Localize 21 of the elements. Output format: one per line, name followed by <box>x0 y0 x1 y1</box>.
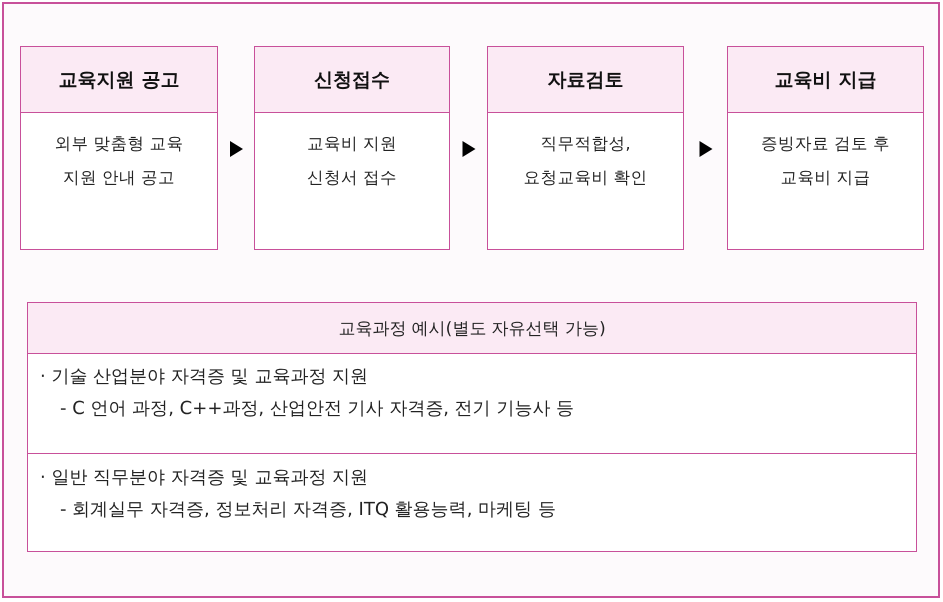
step-box <box>727 46 924 250</box>
arrow <box>230 141 243 157</box>
category-item: · 일반 직무분야 자격증 및 교육과정 지원 <box>40 466 370 490</box>
step-title: 신청접수 <box>255 47 449 113</box>
example-box <box>27 302 917 552</box>
arrow <box>462 141 476 157</box>
section-title: 교육과정 예시(별도 자유선택 가능) <box>28 303 916 354</box>
step-title: 교육지원 공고 <box>21 47 217 113</box>
step-title: 자료검토 <box>488 47 683 113</box>
step-description: 교육비 지원 신청서 접수 <box>306 133 398 189</box>
step-title: 교육비 지급 <box>728 47 923 113</box>
arrow <box>700 141 712 157</box>
course-list: - 회계실무 자격증, 정보처리 자격증, ITQ 활용능력, 마케팅 등 <box>40 494 904 526</box>
step-description: 직무적합성, 요청교육비 확인 <box>522 133 649 189</box>
category-item: · 기술 산업분야 자격증 및 교육과정 지원 <box>40 365 370 389</box>
step-description: 증빙자료 검토 후 교육비 지급 <box>760 133 892 189</box>
step-description: 외부 맞춤형 교육 지원 안내 공고 <box>53 133 185 189</box>
step-box <box>254 46 450 250</box>
course-list: - C 언어 과정, C++과정, 산업안전 기사 자격증, 전기 기능사 등 <box>40 393 904 425</box>
step-box <box>487 46 684 250</box>
step-box <box>20 46 218 250</box>
